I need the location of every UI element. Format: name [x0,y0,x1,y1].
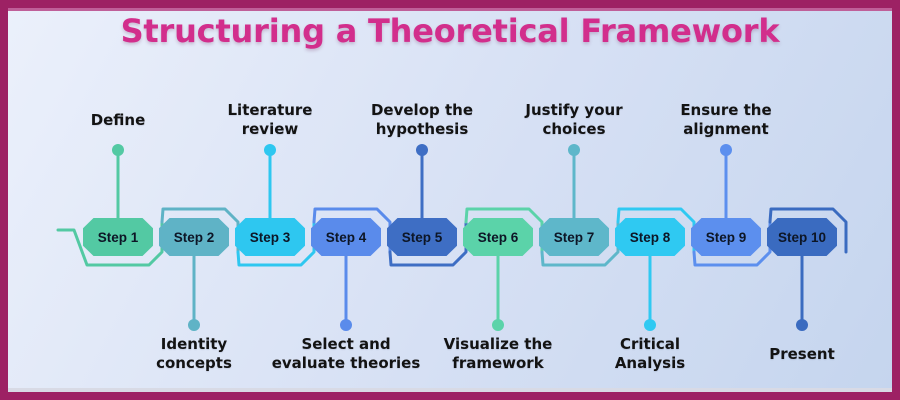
step-badge-10: Step 10 [767,218,837,256]
step-label-9: Ensure the alignment [680,101,772,138]
step-badge-label-6: Step 6 [477,229,519,245]
step-label-4: Select and evaluate theories [271,335,421,372]
step-label-2: Identity concepts [156,335,232,372]
connector-dot-8 [644,319,656,331]
step-badge-label-7: Step 7 [553,229,595,245]
step-badge-label-3: Step 3 [249,229,291,245]
connector-dot-7 [568,144,580,156]
step-label-5: Develop the hypothesis [370,101,473,138]
step-badge-8: Step 8 [615,218,685,256]
serpentine-segment-10 [768,207,848,254]
step-badge-2: Step 2 [159,218,229,256]
connector-dot-6 [492,319,504,331]
step-badge-label-9: Step 9 [705,229,747,245]
connector-dot-4 [340,319,352,331]
connector-dot-5 [416,144,428,156]
step-badge-label-5: Step 5 [401,229,443,245]
step-label-3: Literature review [227,101,313,138]
step-badge-7: Step 7 [539,218,609,256]
step-badge-4: Step 4 [311,218,381,256]
bottom-edge-strip [8,388,892,392]
connector-dot-3 [264,144,276,156]
step-badge-label-2: Step 2 [173,229,215,245]
step-badge-label-8: Step 8 [629,229,671,245]
step-label-1: Define [90,110,146,129]
step-badge-label-1: Step 1 [97,229,139,245]
step-badge-6: Step 6 [463,218,533,256]
connector-dot-1 [112,144,124,156]
step-label-6: Visualize the framework [443,335,553,372]
step-label-10: Present [769,344,835,363]
connector-dot-10 [796,319,808,331]
step-badge-9: Step 9 [691,218,761,256]
page-title: Structuring a Theoretical Framework [120,12,780,50]
step-badge-3: Step 3 [235,218,305,256]
top-inner-accent-line [8,8,892,11]
step-badge-label-10: Step 10 [777,229,827,245]
step-label-7: Justify your choices [525,101,623,138]
step-badge-label-4: Step 4 [325,229,367,245]
connector-dot-9 [720,144,732,156]
connector-dot-2 [188,319,200,331]
step-badge-5: Step 5 [387,218,457,256]
step-label-8: Critical Analysis [614,335,686,372]
step-badge-1: Step 1 [83,218,153,256]
